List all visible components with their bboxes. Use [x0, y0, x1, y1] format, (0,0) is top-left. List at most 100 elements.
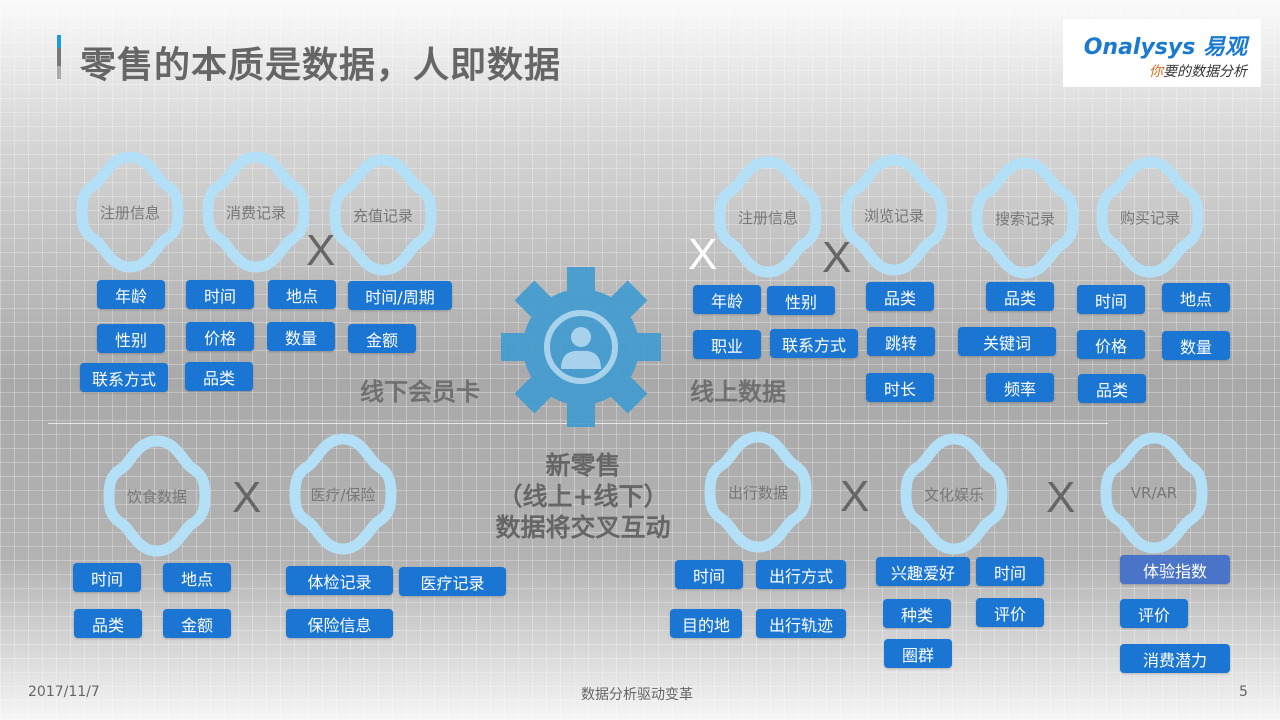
clover-shape: [704, 431, 812, 553]
data-tag: 性别: [97, 324, 165, 353]
center-line-1: 新零售: [545, 451, 621, 480]
page-number: 5: [1239, 684, 1248, 700]
center-text: 新零售 （线上+线下） 数据将交叉互动: [470, 450, 696, 543]
data-tag: 价格: [1077, 330, 1145, 359]
category-label: 充值记录: [352, 206, 413, 225]
category-label: 消费记录: [225, 203, 286, 222]
category-clover: 文化娱乐: [898, 431, 1010, 557]
cross-mark: X: [688, 230, 718, 279]
cross-mark: X: [822, 233, 852, 282]
data-tag: 时间: [186, 280, 254, 309]
data-tag: 联系方式: [80, 363, 168, 392]
data-tag: 时间: [976, 557, 1044, 586]
cross-mark: X: [840, 472, 870, 521]
data-tag: 评价: [976, 598, 1044, 627]
data-tag: 圈群: [884, 639, 952, 668]
category-label: 文化娱乐: [923, 485, 984, 504]
clover-shape: [714, 156, 822, 278]
data-tag: 医疗记录: [399, 567, 506, 596]
center-line-3: 数据将交叉互动: [495, 513, 671, 542]
offline-label: 线下会员卡: [360, 378, 480, 406]
category-label: 出行数据: [727, 483, 788, 502]
clover-shape: [1100, 432, 1208, 554]
center-line-2: （线上+线下）: [497, 482, 669, 511]
data-tag: 时间: [73, 563, 141, 592]
data-tag: 联系方式: [770, 329, 858, 358]
category-clover: 消费记录: [200, 149, 312, 275]
data-tag: 数量: [267, 322, 335, 351]
data-tag: 频率: [986, 373, 1054, 402]
data-tag: 兴趣爱好: [876, 557, 970, 586]
clover-shape: [1096, 156, 1204, 278]
cross-mark: X: [1046, 473, 1076, 522]
category-label: 饮食数据: [126, 487, 187, 506]
logo-brand: Onalysys 易观: [1083, 35, 1247, 60]
category-label: 浏览记录: [863, 206, 924, 225]
data-tag: 评价: [1120, 599, 1188, 628]
data-tag: 品类: [986, 282, 1054, 311]
title-accent-bar: [57, 35, 61, 79]
data-tag: 体检记录: [286, 566, 393, 595]
data-tag: 跳转: [867, 327, 935, 356]
category-clover: 搜索记录: [969, 155, 1081, 281]
data-tag: 数量: [1162, 331, 1230, 360]
footer-title: 数据分析驱动变革: [581, 687, 693, 703]
category-clover: 注册信息: [712, 154, 824, 280]
data-tag: 体验指数: [1120, 555, 1230, 584]
data-tag: 种类: [883, 599, 951, 628]
footer-date: 2017/11/7: [28, 684, 100, 700]
category-label: 购买记录: [1119, 208, 1180, 227]
data-tag: 品类: [185, 362, 253, 391]
data-tag: 年龄: [97, 280, 165, 309]
online-label: 线上数据: [690, 378, 786, 406]
category-clover: 出行数据: [702, 429, 814, 555]
gear-icon: [501, 267, 661, 427]
data-tag: 品类: [74, 609, 142, 638]
clover-shape: [289, 433, 397, 555]
data-tag: 时长: [866, 373, 934, 402]
data-tag: 关键词: [958, 327, 1056, 356]
category-clover: 充值记录: [327, 152, 439, 278]
clover-shape: [900, 433, 1008, 555]
category-label: 医疗/保险: [310, 485, 376, 504]
clover-shape: [76, 151, 184, 273]
clover-shape: [202, 151, 310, 273]
category-clover: 浏览记录: [838, 152, 950, 278]
data-tag: 出行方式: [756, 560, 846, 589]
clover-shape: [840, 154, 948, 276]
clover-shape: [971, 157, 1079, 279]
category-label: VR/AR: [1130, 484, 1178, 502]
data-tag: 地点: [268, 280, 336, 309]
logo: Onalysys 易观 你要的数据分析: [1063, 19, 1261, 87]
category-label: 搜索记录: [994, 209, 1055, 228]
category-label: 注册信息: [99, 203, 160, 222]
logo-slogan: 你要的数据分析: [1149, 64, 1247, 80]
data-tag: 时间: [675, 560, 743, 589]
category-clover: 医疗/保险: [287, 431, 399, 557]
data-tag: 年龄: [693, 285, 761, 314]
clover-shape: [103, 435, 211, 557]
data-tag: 职业: [693, 330, 761, 359]
data-tag: 性别: [767, 286, 835, 315]
cross-mark: X: [306, 226, 336, 275]
category-clover: 饮食数据: [101, 433, 213, 559]
cross-mark: X: [232, 473, 262, 522]
data-tag: 时间/周期: [348, 281, 452, 310]
data-tag: 品类: [1078, 374, 1146, 403]
category-clover: 购买记录: [1094, 154, 1206, 280]
data-tag: 品类: [866, 282, 934, 311]
data-tag: 金额: [348, 324, 416, 353]
data-tag: 出行轨迹: [756, 609, 846, 638]
page-title: 零售的本质是数据，人即数据: [80, 45, 562, 86]
data-tag: 地点: [1162, 283, 1230, 312]
data-tag: 地点: [163, 563, 231, 592]
category-label: 注册信息: [737, 208, 798, 227]
category-clover: 注册信息: [74, 149, 186, 275]
data-tag: 时间: [1077, 285, 1145, 314]
data-tag: 目的地: [670, 609, 742, 638]
data-tag: 消费潜力: [1120, 644, 1230, 673]
data-tag: 价格: [186, 322, 254, 351]
clover-shape: [329, 154, 437, 276]
category-clover: VR/AR: [1098, 430, 1210, 556]
data-tag: 金额: [163, 609, 231, 638]
